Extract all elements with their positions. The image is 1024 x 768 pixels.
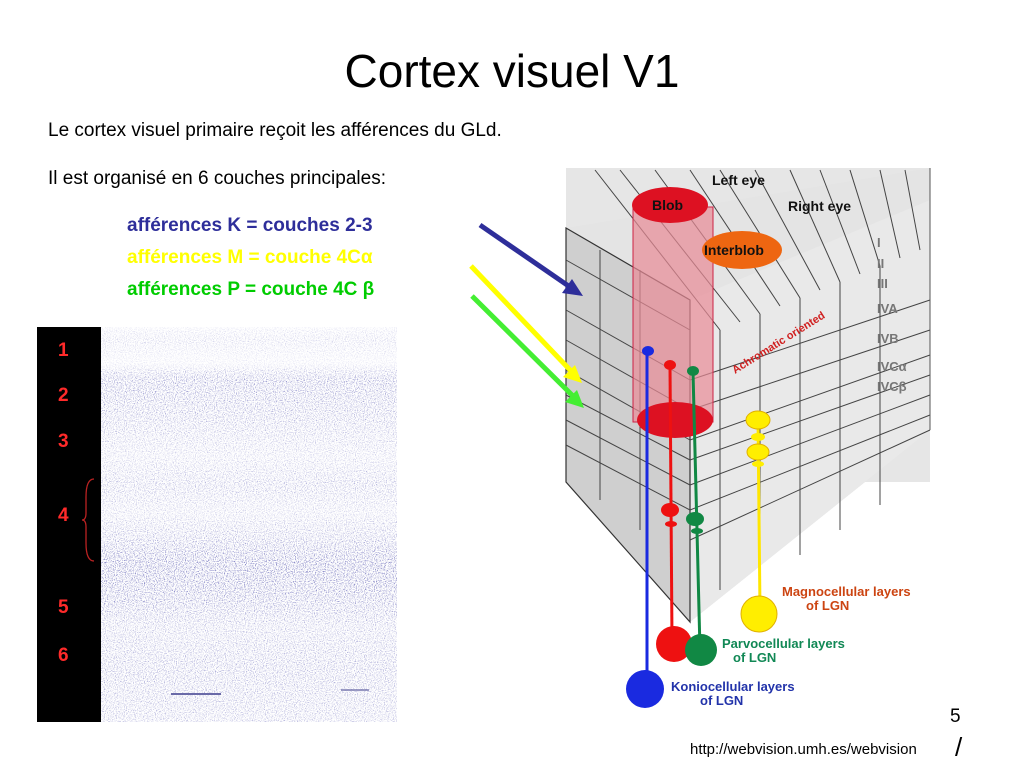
source-link[interactable]: http://webvision.umh.es/webvision <box>690 741 917 758</box>
arrow-m <box>469 264 582 383</box>
right-eye-label: Right eye <box>788 198 851 214</box>
layer-number-6: 6 <box>58 645 69 666</box>
layer-number-1: 1 <box>58 340 69 361</box>
arrow-k <box>478 222 583 296</box>
layer-label-ivca: IVCα <box>877 359 907 374</box>
page-number: 5 <box>950 706 961 727</box>
layer-label-ii: II <box>877 256 884 271</box>
layer-label-ivb: IVB <box>877 331 899 346</box>
konio-label-line2: of LGN <box>700 693 743 708</box>
layers-text: Il est organisé en 6 couches principales… <box>48 168 386 189</box>
layer-label-iii: III <box>877 276 888 291</box>
layer-4-brace <box>82 478 95 562</box>
afference-k: afférences K = couches 2-3 <box>127 215 373 236</box>
konio-cell <box>626 670 664 708</box>
parvo-label-line1: Parvocellular layers <box>722 636 845 651</box>
intro-text: Le cortex visuel primaire reçoit les aff… <box>48 120 502 141</box>
layer-label-ivcb: IVCβ <box>877 379 907 394</box>
layer-number-2: 2 <box>58 385 69 406</box>
layer-number-5: 5 <box>58 597 69 618</box>
layer-label-iva: IVA <box>877 301 898 316</box>
arrow-p <box>470 294 584 408</box>
afference-p: afférences P = couche 4C β <box>127 279 375 300</box>
interblob-label: Interblob <box>704 242 764 258</box>
magno-cell <box>740 595 778 633</box>
layer-number-strip <box>37 327 101 722</box>
magno-label-line1: Magnocellular layers <box>782 584 911 599</box>
konio-label-line1: Koniocellular layers <box>671 679 795 694</box>
blob-label: Blob <box>652 197 683 213</box>
magno-label-line2: of LGN <box>806 598 849 613</box>
blob-ellipse <box>632 187 708 223</box>
layer-number-4: 4 <box>58 505 69 526</box>
slide-title: Cortex visuel V1 <box>344 45 680 97</box>
left-eye-label: Left eye <box>712 172 765 188</box>
parvo-green-cell <box>685 634 717 666</box>
afference-m: afférences M = couche 4Cα <box>127 247 373 268</box>
parvo-red-cell <box>656 626 692 662</box>
parvo-label-line2: of LGN <box>733 650 776 665</box>
layer-label-i: I <box>877 235 881 250</box>
interblob-ellipse <box>702 231 782 269</box>
source-slash: / <box>955 732 963 762</box>
histology-section <box>101 327 397 722</box>
layer-number-3: 3 <box>58 431 69 452</box>
